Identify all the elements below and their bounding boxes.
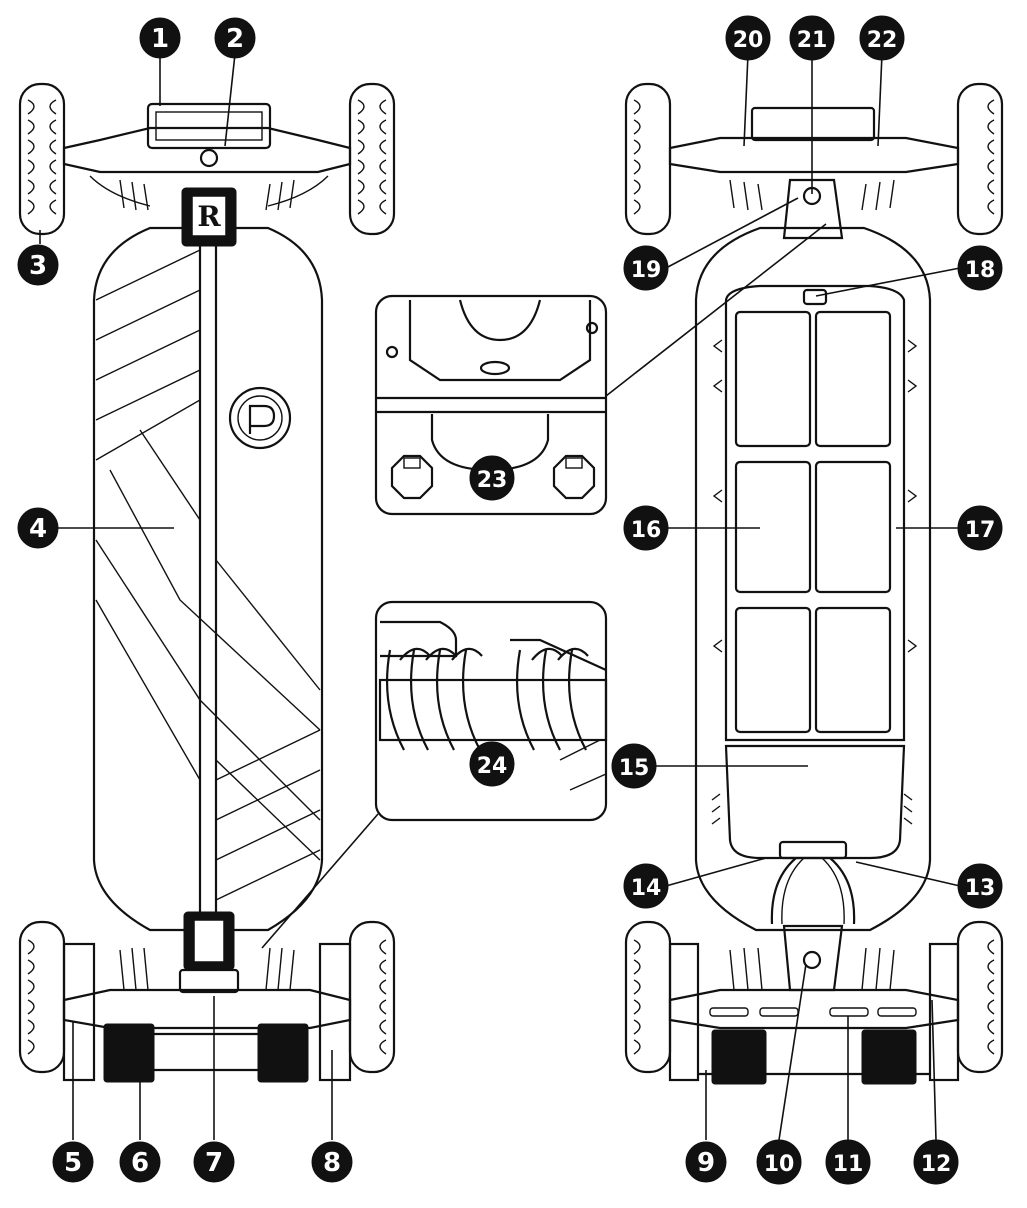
callout-4: 4 — [17, 507, 59, 549]
rear-left-wheel — [18, 920, 66, 1074]
svg-text:9: 9 — [697, 1148, 715, 1178]
svg-text:5: 5 — [64, 1148, 82, 1178]
esc-enclosure — [711, 744, 913, 860]
svg-text:8: 8 — [323, 1148, 341, 1178]
battery-enclosure — [712, 284, 918, 742]
svg-text:10: 10 — [764, 1152, 795, 1177]
deck-logo-circle — [228, 386, 292, 450]
svg-text:6: 6 — [131, 1148, 149, 1178]
underside-left-hub-motor — [711, 1029, 767, 1085]
front-bumper: R — [181, 187, 237, 247]
motor-cables — [770, 857, 856, 925]
svg-text:1: 1 — [151, 24, 169, 54]
svg-text:14: 14 — [631, 876, 662, 901]
svg-text:15: 15 — [619, 756, 650, 781]
svg-text:2: 2 — [226, 24, 244, 54]
underside-deck — [694, 226, 932, 932]
front-truck — [62, 102, 352, 211]
board-top-view: R — [18, 82, 396, 1083]
underside-rear-left-wheel — [624, 920, 672, 1074]
callout-23: 23 — [469, 455, 515, 501]
front-right-wheel — [348, 82, 396, 236]
svg-text:16: 16 — [631, 518, 662, 543]
svg-text:20: 20 — [733, 28, 764, 53]
svg-text:7: 7 — [205, 1148, 223, 1178]
callout-17: 17 — [957, 505, 1003, 551]
callout-16: 16 — [623, 505, 669, 551]
callout-7: 7 — [193, 1141, 235, 1183]
callout-2: 2 — [214, 17, 256, 59]
callout-20: 20 — [725, 15, 771, 61]
underside-right-hub-motor — [861, 1029, 917, 1085]
leader-lines — [39, 53, 961, 1141]
svg-text:11: 11 — [833, 1152, 864, 1177]
inset-spring-detail — [374, 600, 608, 822]
callout-10: 10 — [756, 1139, 802, 1185]
board-underside-view — [624, 82, 1004, 1085]
callout-14: 14 — [623, 863, 669, 909]
callout-19: 19 — [623, 245, 669, 291]
callout-8: 8 — [311, 1141, 353, 1183]
callout-21: 21 — [789, 15, 835, 61]
callout-24: 24 — [469, 741, 515, 787]
svg-text:4: 4 — [29, 514, 47, 544]
svg-text:22: 22 — [867, 28, 898, 53]
svg-text:18: 18 — [965, 258, 996, 283]
svg-text:12: 12 — [921, 1152, 952, 1177]
right-hub-motor — [257, 1023, 309, 1083]
callout-3: 3 — [17, 244, 59, 286]
callout-9: 9 — [685, 1141, 727, 1183]
deck — [92, 226, 324, 932]
svg-text:17: 17 — [965, 518, 996, 543]
callout-18: 18 — [957, 245, 1003, 291]
rear-bumper — [183, 911, 235, 971]
underside-front-left-wheel — [624, 82, 672, 236]
svg-text:13: 13 — [965, 876, 996, 901]
svg-text:3: 3 — [29, 251, 47, 281]
callout-22: 22 — [859, 15, 905, 61]
rear-right-wheel — [348, 920, 396, 1074]
svg-text:23: 23 — [477, 468, 508, 493]
callout-5: 5 — [52, 1141, 94, 1183]
callout-6: 6 — [119, 1141, 161, 1183]
deck-logo-letter: R — [197, 200, 221, 233]
svg-text:24: 24 — [477, 754, 508, 779]
inset-truck-detail — [374, 294, 608, 516]
svg-text:21: 21 — [797, 28, 828, 53]
callout-12: 12 — [913, 1139, 959, 1185]
callout-11: 11 — [825, 1139, 871, 1185]
underside-front-truck — [668, 106, 960, 240]
callout-13: 13 — [957, 863, 1003, 909]
callout-15: 15 — [611, 743, 657, 789]
svg-text:19: 19 — [631, 258, 662, 283]
underside-rear-right-wheel — [956, 920, 1004, 1074]
front-left-wheel — [18, 82, 66, 236]
callout-1: 1 — [139, 17, 181, 59]
underside-front-right-wheel — [956, 82, 1004, 236]
left-hub-motor — [103, 1023, 155, 1083]
